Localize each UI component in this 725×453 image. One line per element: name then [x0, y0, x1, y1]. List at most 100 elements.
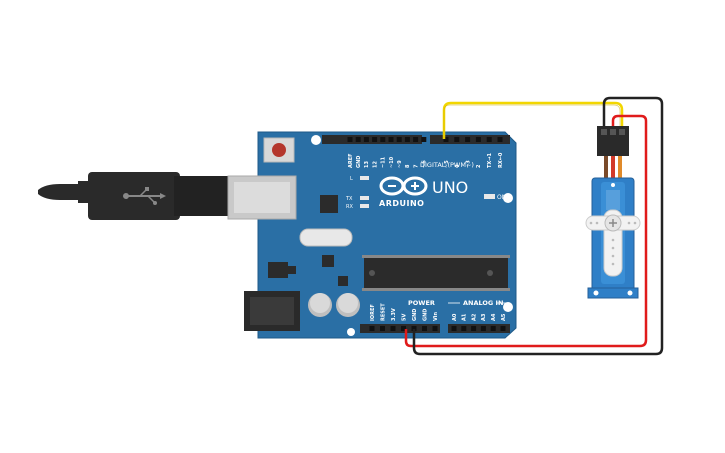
- led-rx-label: RX: [346, 204, 353, 210]
- header-pin[interactable]: [369, 326, 375, 331]
- pin-label: 7: [413, 164, 419, 168]
- model-label: UNO: [432, 178, 468, 197]
- header-pin[interactable]: [454, 137, 460, 142]
- usb-icon: [123, 187, 166, 205]
- analog-header-label: ANALOG IN: [463, 299, 503, 307]
- pin-label: ~10: [389, 156, 395, 168]
- servo-motor[interactable]: [585, 126, 641, 299]
- pin-label: RX←0: [498, 152, 504, 168]
- pin-label: TX→1: [487, 153, 493, 168]
- pin-label: GND: [412, 309, 418, 321]
- power-header: [360, 324, 440, 333]
- arduino-logo-icon: [379, 176, 428, 196]
- power-jack: [244, 291, 300, 331]
- header-pin[interactable]: [411, 326, 417, 331]
- header-pin[interactable]: [347, 137, 353, 142]
- pin-label: A1: [462, 313, 468, 321]
- header-pin[interactable]: [388, 137, 394, 142]
- capacitor: [308, 293, 332, 317]
- pin-label: 12: [372, 161, 378, 168]
- mounting-hole: [311, 135, 321, 145]
- pin-label: GND: [422, 309, 428, 321]
- header-pin[interactable]: [390, 326, 396, 331]
- pin-label: GND: [356, 156, 362, 168]
- header-pin[interactable]: [380, 326, 385, 331]
- header-pin[interactable]: [401, 326, 406, 331]
- ground-wire[interactable]: [412, 96, 664, 356]
- signal-wire[interactable]: [442, 101, 624, 139]
- header-pin[interactable]: [355, 137, 361, 142]
- pin-label: 8: [405, 164, 411, 168]
- header-pin[interactable]: [413, 137, 419, 142]
- header-pin[interactable]: [396, 137, 402, 142]
- led-l-label: L: [350, 176, 353, 182]
- header-pin[interactable]: [451, 326, 457, 331]
- pin-label: RESET: [380, 303, 386, 321]
- header-pin[interactable]: [421, 137, 427, 142]
- pin-label: A3: [481, 313, 487, 321]
- analog-header: [448, 324, 510, 333]
- wires: [404, 96, 664, 356]
- pin-label: ~6: [422, 160, 428, 168]
- arduino-board[interactable]: L TX RX ON ARDUINO UNO DIGITAL (PWM~) PO…: [227, 131, 517, 339]
- led-on: [484, 194, 495, 199]
- servo-horn[interactable]: [585, 209, 641, 277]
- signal-wire-shadow: [443, 104, 621, 139]
- reset-button[interactable]: [263, 137, 295, 163]
- voltage-regulator: [268, 262, 288, 278]
- header-pin[interactable]: [490, 326, 496, 331]
- led-l: [360, 176, 369, 180]
- mounting-hole: [347, 328, 355, 336]
- pin-label: A0: [452, 313, 458, 321]
- header-pin[interactable]: [480, 326, 486, 331]
- pin-label: 5V: [401, 314, 407, 321]
- header-pin[interactable]: [432, 326, 438, 331]
- pin-label: 13: [364, 161, 370, 168]
- on-label: ON: [497, 194, 506, 201]
- led-rx: [360, 204, 369, 208]
- pin-label: ~11: [381, 156, 387, 168]
- header-pin[interactable]: [486, 137, 492, 142]
- pin-label: 2: [476, 164, 482, 168]
- capacitor: [336, 293, 360, 317]
- header-pin[interactable]: [497, 137, 503, 142]
- header-pin[interactable]: [471, 326, 477, 331]
- pin-label: 3.3V: [391, 308, 397, 321]
- pin-label: A5: [501, 313, 507, 321]
- pin-label: 4: [455, 164, 461, 168]
- header-pin[interactable]: [380, 137, 386, 142]
- led-tx: [360, 196, 369, 200]
- digital-header-label: DIGITAL (PWM~): [420, 161, 474, 169]
- pin-label: A2: [471, 313, 477, 321]
- header-pin[interactable]: [404, 137, 410, 142]
- led-tx-label: TX: [345, 196, 353, 202]
- crystal-oscillator: [299, 228, 353, 247]
- smd-chip: [322, 255, 334, 267]
- usb-cable[interactable]: [38, 172, 234, 220]
- digital-header-left: [322, 135, 422, 144]
- pin-label: ~9: [397, 160, 403, 168]
- header-pin[interactable]: [443, 137, 449, 142]
- header-pin[interactable]: [465, 137, 471, 142]
- pin-label: IOREF: [370, 304, 376, 321]
- header-pin[interactable]: [475, 137, 481, 142]
- header-pin[interactable]: [461, 326, 467, 331]
- pin-label: A4: [491, 313, 497, 321]
- logo-text: ARDUINO: [379, 199, 424, 208]
- power-header-label: POWER: [408, 299, 435, 307]
- header-pin[interactable]: [422, 326, 427, 331]
- power-pin-row: IOREF RESET 3.3V 5V GND GND Vin: [369, 303, 439, 331]
- usb-chip: [320, 195, 338, 213]
- header-pin[interactable]: [372, 137, 378, 142]
- header-pin[interactable]: [363, 137, 369, 142]
- header-pin[interactable]: [500, 326, 506, 331]
- pin-label: ~5: [444, 160, 450, 168]
- pin-label: ~3: [465, 160, 471, 168]
- mounting-hole: [503, 302, 513, 312]
- pin-label: Vin: [433, 312, 439, 321]
- pin-label: AREF: [348, 153, 354, 168]
- power-wire[interactable]: [404, 114, 648, 348]
